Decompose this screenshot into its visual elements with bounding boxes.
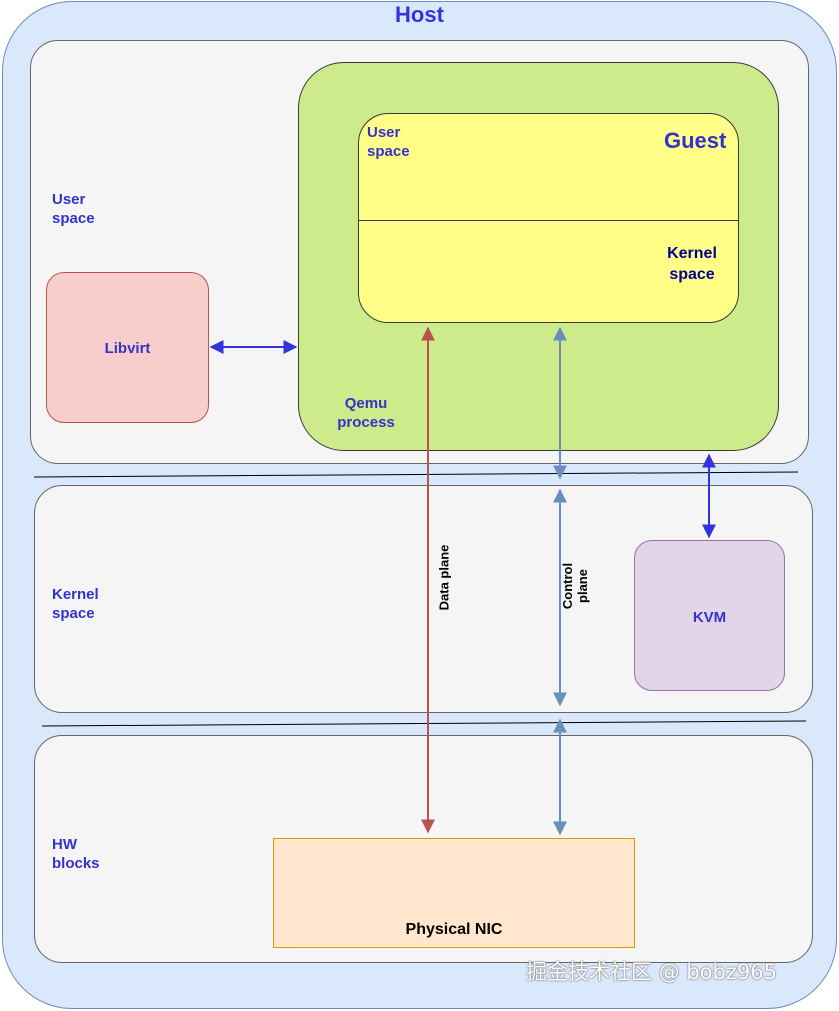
- kvm-label: KVM: [692, 609, 727, 626]
- watermark: 掘金技术社区 @ bobz965: [526, 960, 777, 984]
- guest-divider: [358, 220, 739, 221]
- user-space-label: User space: [52, 191, 95, 227]
- libvirt-box: [46, 272, 209, 423]
- physical-nic-label: Physical NIC: [405, 921, 503, 938]
- data-plane-label: Data plane: [436, 544, 452, 611]
- libvirt-label: Libvirt: [104, 340, 151, 357]
- physical-nic-box: [273, 838, 635, 948]
- guest-title: Guest: [664, 128, 727, 153]
- host-title: Host: [395, 2, 444, 27]
- user-kernel-boundary-line: [33, 471, 799, 478]
- guest-kernel-space-label: Kernel space: [667, 245, 717, 283]
- guest-box: [358, 113, 739, 323]
- kvm-box: [634, 540, 785, 691]
- qemu-process-label: Qemu process: [337, 395, 395, 431]
- control-plane-label: Control plane: [560, 562, 590, 610]
- guest-user-space-label: User space: [367, 124, 410, 160]
- hw-blocks-label: HW blocks: [52, 836, 100, 872]
- kernel-hw-boundary-line: [41, 720, 807, 727]
- kernel-space-label: Kernel space: [52, 586, 99, 622]
